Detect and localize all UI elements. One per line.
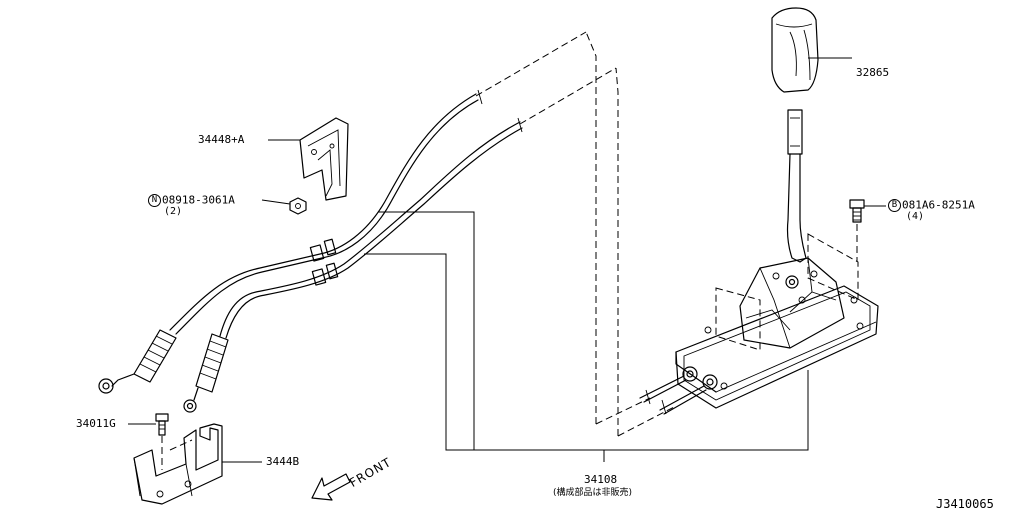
assy-leader xyxy=(364,211,809,462)
bolt-g xyxy=(128,413,169,470)
label-bracket-b: 3444B xyxy=(266,455,300,468)
label-bolt-b-qty: (4) xyxy=(906,211,925,222)
shifter-housing xyxy=(639,233,879,415)
cable-frames xyxy=(475,31,677,437)
label-bolt-g: 34011G xyxy=(76,417,116,430)
shift-knob xyxy=(771,7,852,93)
front-arrow xyxy=(311,473,351,501)
label-knob: 32865 xyxy=(856,66,890,79)
bracket-b xyxy=(133,423,262,505)
bolt-b xyxy=(849,199,886,262)
shift-cables xyxy=(98,89,523,413)
drawing-id: J3410065 xyxy=(936,497,994,511)
nut-n-symbol: N xyxy=(148,194,161,207)
nut-n-part-number: 08918-3061A xyxy=(162,193,235,207)
label-cable-assy: 34108 xyxy=(584,473,618,486)
bolt-b-symbol: B xyxy=(888,199,901,212)
nut-n xyxy=(261,197,307,215)
bracket-a xyxy=(268,117,349,201)
label-nut-n-qty: (2) xyxy=(164,206,183,217)
shift-lever xyxy=(786,109,807,263)
label-bracket-a: 34448+A xyxy=(198,133,245,146)
bolt-b-part-number: 081A6-8251A xyxy=(902,198,975,212)
label-cable-note: (構成部品は非販売) xyxy=(553,488,633,498)
